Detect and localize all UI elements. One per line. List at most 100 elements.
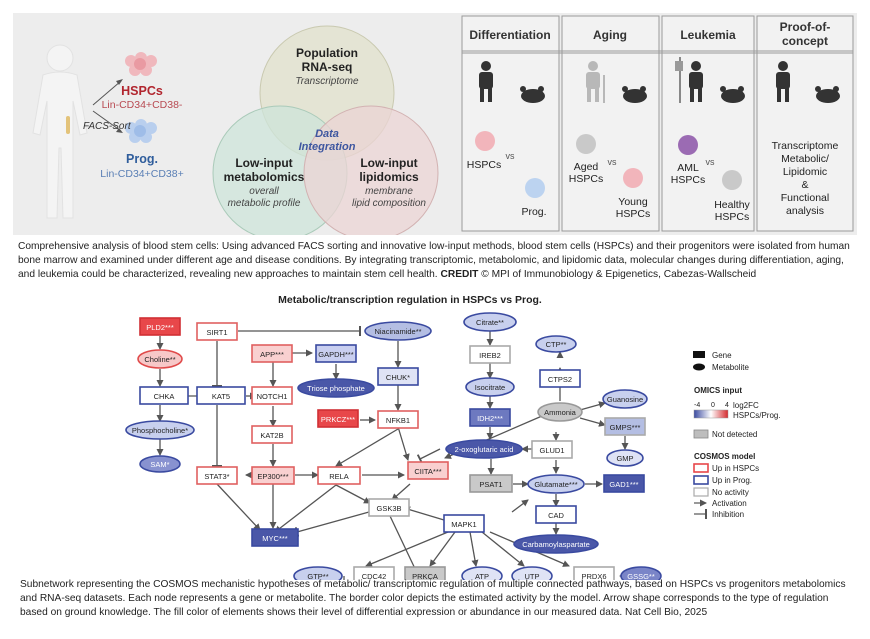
legend-omics-title: OMICS input — [694, 386, 742, 395]
label-cad: CAD — [548, 511, 564, 520]
node-chka — [139, 386, 189, 405]
label-glutamate: Glutamate*** — [534, 480, 577, 489]
node-phosphocholine — [125, 420, 195, 440]
aging-b1: Young — [618, 196, 648, 208]
leuk-a2: HSPCs — [671, 174, 705, 186]
legend-not-detected-swatch — [693, 429, 709, 439]
mouse-icon-aging — [622, 86, 647, 103]
venn-center-2: Integration — [299, 141, 356, 153]
legend-not-detected: Not detected — [712, 430, 757, 439]
node-idh2 — [469, 408, 511, 427]
label-kat2b: KAT2B — [260, 431, 283, 440]
human-silhouette-icon — [32, 44, 88, 219]
legend-scale-mid: 0 — [711, 402, 715, 409]
panel-leukemia-title: Leukemia — [680, 28, 736, 42]
label-oxo: 2-oxoglutaric acid — [455, 445, 514, 454]
legend-scale-max: 4 — [725, 402, 729, 409]
label-triose: Triose phosphate — [307, 384, 365, 393]
young-cell-icon — [623, 168, 643, 188]
legend-inhibition: Inhibition — [712, 510, 744, 519]
credit-label: CREDIT — [440, 269, 479, 280]
node-ep300 — [251, 466, 295, 485]
network-node-labels: PLD2*** SIRT1 Niacinamide** Citrate** Ch… — [132, 318, 655, 580]
venn-top-title-2: RNA-seq — [302, 60, 353, 74]
label-gmp: GMP — [616, 454, 633, 463]
prog-label: Prog. — [126, 152, 158, 166]
node-nfkb1 — [377, 410, 419, 429]
label-kat5: KAT5 — [212, 392, 230, 401]
prog-cell-icon — [525, 178, 545, 198]
label-gmps: GMPS*** — [610, 423, 641, 432]
node-ctp — [535, 335, 577, 353]
network-edges — [156, 326, 640, 580]
poc-l2: Metabolic/ — [781, 153, 829, 165]
panel-aging-title: Aging — [593, 28, 627, 42]
caption-top-text: Comprehensive analysis of blood stem cel… — [18, 241, 850, 280]
legend-up-hspc-swatch — [693, 463, 709, 473]
venn-right-title: Low-input — [360, 156, 417, 170]
label-atp: ATP — [475, 572, 489, 580]
node-sirt1 — [196, 322, 238, 341]
label-prkca: PRKCA — [412, 572, 438, 580]
legend-scale-label-2: HSPCs/Prog. — [733, 411, 781, 420]
node-prkca — [404, 566, 446, 580]
label-chuk: CHUK* — [386, 373, 410, 382]
venn-left-title-2: metabolomics — [224, 170, 305, 184]
legend-metabolite: Metabolite — [712, 363, 749, 372]
label-ep300: EP300*** — [257, 472, 288, 481]
label-notch1: NOTCH1 — [257, 392, 288, 401]
label-gad1: GAD1*** — [609, 480, 638, 489]
cosmos-network: Metabolic/transcription regulation in HS… — [125, 294, 781, 580]
diff-b-label: Prog. — [521, 206, 546, 218]
venn-right-title-2: lipidomics — [359, 170, 419, 184]
legend-up-hspc: Up in HSPCs — [712, 464, 759, 473]
label-chka: CHKA — [154, 392, 175, 401]
node-gssg — [620, 566, 662, 580]
node-app — [251, 344, 293, 363]
label-pld2: PLD2*** — [146, 323, 174, 332]
aging-vs: vs — [608, 157, 618, 167]
label-cdc42: CDC42 — [362, 572, 387, 580]
label-ctps2: CTPS2 — [548, 375, 572, 384]
label-ciita: CIITA*** — [414, 467, 441, 476]
diff-vs: vs — [506, 151, 516, 161]
node-gmps — [604, 417, 646, 436]
label-gtp: GTP** — [307, 572, 328, 580]
node-rela — [317, 466, 361, 485]
venn-left-sub-2: metabolic profile — [228, 198, 301, 209]
label-choline: Choline** — [144, 355, 175, 364]
node-citrate — [463, 312, 517, 332]
overview-panel: FACS-Sort HSPCs Lin-CD34+CD38- Prog. Lin… — [13, 13, 857, 241]
node-ctps2 — [539, 369, 581, 388]
network-nodes — [125, 312, 662, 580]
legend-colorbar — [693, 409, 729, 419]
venn-left-sub: overall — [249, 186, 279, 197]
label-ammonia: Ammonia — [544, 408, 577, 417]
node-chuk — [377, 367, 419, 386]
node-choline — [137, 349, 183, 369]
label-gapdh: GAPDH*** — [318, 350, 354, 359]
node-atp — [461, 566, 503, 580]
node-niacinamide — [364, 321, 432, 341]
label-glud1: GLUD1 — [539, 446, 564, 455]
node-oxo — [445, 439, 523, 459]
node-glutamate — [527, 474, 585, 494]
node-kat5 — [196, 386, 246, 405]
label-ctp: CTP** — [546, 340, 567, 349]
prog-cells-icon — [125, 119, 157, 143]
node-gsk3b — [368, 498, 410, 517]
label-phosphocholine: Phosphocholine* — [132, 426, 188, 435]
healthy-cell-icon — [722, 170, 742, 190]
poc-l4: & — [801, 179, 808, 191]
label-carbamoyl: Carbamoylaspartate — [522, 540, 590, 549]
legend-no-activity: No activity — [712, 488, 749, 497]
node-isocitrate — [465, 377, 515, 397]
leuk-b1: Healthy — [714, 199, 750, 211]
hspc-cells-icon — [125, 52, 157, 76]
legend-no-activity-swatch — [693, 487, 709, 497]
figure-caption-bottom: Subnetwork representing the COSMOS mecha… — [20, 579, 846, 618]
legend-gene-swatch — [693, 351, 705, 358]
node-ammonia — [537, 402, 583, 422]
node-kat2b — [251, 425, 293, 444]
label-gssg: GSSG** — [627, 572, 655, 580]
